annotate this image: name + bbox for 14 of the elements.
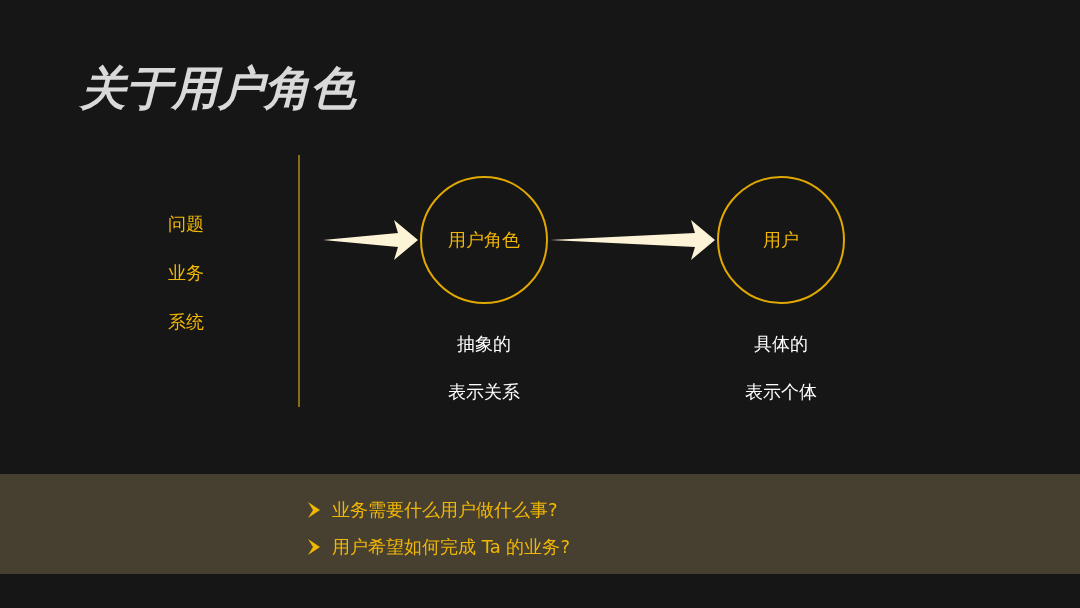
side-label: 业务	[168, 261, 204, 285]
node-label: 用户角色	[448, 228, 520, 252]
side-label: 系统	[168, 310, 204, 334]
node-label: 用户	[763, 228, 799, 252]
circle-node	[717, 176, 845, 304]
circle-node	[420, 176, 548, 304]
node-caption: 抽象的	[456, 332, 512, 356]
title: 关于用户角色	[80, 60, 356, 117]
bullet-text: 业务需要什么用户做什么事?	[332, 498, 558, 522]
node-caption: 表示个体	[744, 380, 818, 404]
node-caption: 具体的	[753, 332, 809, 356]
node-caption: 表示关系	[447, 380, 521, 404]
side-label: 问题	[168, 212, 204, 236]
bullet-text: 用户希望如何完成 Ta 的业务?	[332, 535, 571, 559]
